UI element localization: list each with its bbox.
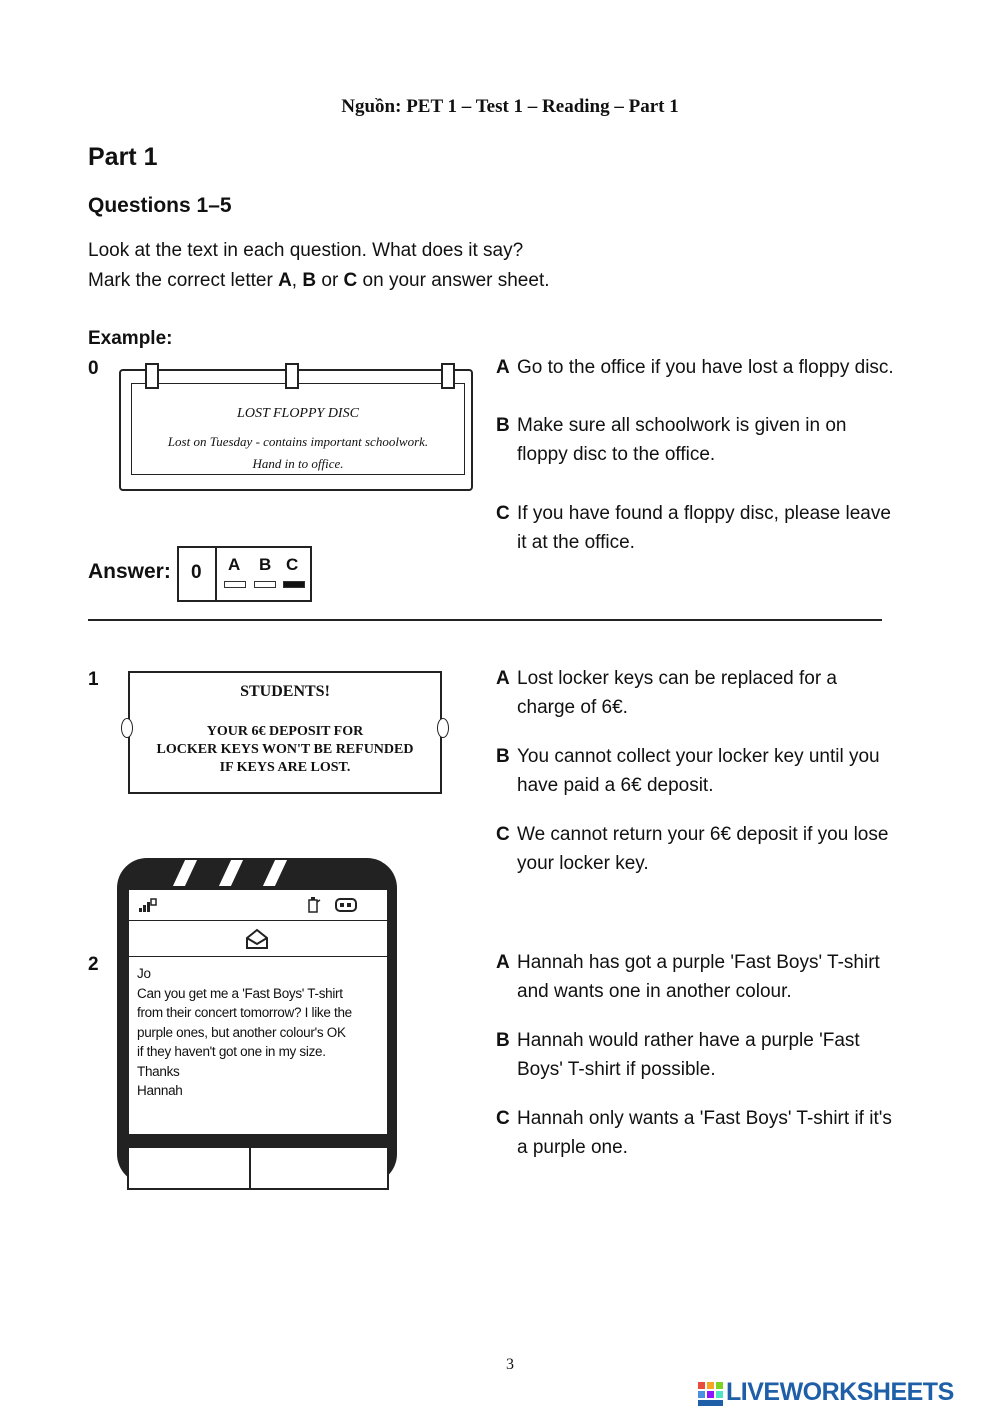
envelope-icon xyxy=(246,928,268,949)
example-label: Example: xyxy=(88,328,173,349)
sms-message: Jo Can you get me a 'Fast Boys' T-shirt … xyxy=(137,964,377,1101)
notice-line: LOCKER KEYS WON'T BE REFUNDED xyxy=(156,742,414,757)
part-title: Part 1 xyxy=(88,143,158,171)
section-divider xyxy=(88,619,882,621)
message-header xyxy=(129,922,387,957)
clip-icon xyxy=(285,363,299,389)
lost-floppy-disc-notice: LOST FLOPPY DISC Lost on Tuesday - conta… xyxy=(119,363,473,491)
message-line: Thanks xyxy=(137,1063,180,1079)
notice-line: Lost on Tuesday - contains important sch… xyxy=(167,434,429,449)
message-line: Can you get me a 'Fast Boys' T-shirt xyxy=(137,985,343,1001)
answer-mark-a xyxy=(224,581,246,588)
notice-body: YOUR 6€ DEPOSIT FOR LOCKER KEYS WON'T BE… xyxy=(130,723,440,777)
status-bar xyxy=(129,890,387,921)
page-number: 3 xyxy=(506,1356,514,1373)
message-line: if they haven't got one in my size. xyxy=(137,1044,326,1059)
answer-letter: C xyxy=(286,555,299,574)
battery-icon xyxy=(335,898,357,912)
students-notice: STUDENTS! YOUR 6€ DEPOSIT FOR LOCKER KEY… xyxy=(121,671,449,794)
answer-mark-b xyxy=(254,581,276,588)
clip-icon xyxy=(145,363,159,389)
phone-handset-icon xyxy=(308,897,321,913)
message-line: Jo xyxy=(137,966,151,981)
clip-icon xyxy=(441,363,455,389)
divider xyxy=(249,1148,251,1188)
source-line: Nguồn: PET 1 – Test 1 – Reading – Part 1 xyxy=(341,96,679,117)
answer-box: 0 A B C xyxy=(177,546,312,602)
answer-letter: B xyxy=(259,555,272,574)
questions-title: Questions 1–5 xyxy=(88,194,232,217)
question-1-number: 1 xyxy=(88,669,99,690)
notice-line: YOUR 6€ DEPOSIT FOR xyxy=(206,724,364,739)
phone-screen: Jo Can you get me a 'Fast Boys' T-shirt … xyxy=(127,888,389,1136)
mobile-phone-image: Jo Can you get me a 'Fast Boys' T-shirt … xyxy=(117,858,397,1190)
instruction-line-2: Mark the correct letter A, B or C on you… xyxy=(88,270,550,291)
divider xyxy=(215,548,217,600)
notice-title: LOST FLOPPY DISC xyxy=(237,406,359,421)
notice-title: STUDENTS! xyxy=(240,683,330,700)
message-line: Hannah xyxy=(137,1083,183,1098)
question-2-number: 2 xyxy=(88,954,99,975)
answer-mark-c-selected xyxy=(283,581,305,588)
answer-letter: A xyxy=(228,555,241,574)
logo-icon xyxy=(698,1382,723,1406)
answer-label: Answer: xyxy=(88,560,171,583)
logo-text: LIVEWORKSHEETS xyxy=(726,1378,954,1406)
stripe xyxy=(218,860,244,886)
pin-icon xyxy=(121,718,133,738)
message-line: purple ones, but another colour's OK xyxy=(137,1024,346,1040)
message-line: from their concert tomorrow? I like the xyxy=(137,1005,352,1020)
example-number: 0 xyxy=(88,358,99,379)
notice-inner-border: LOST FLOPPY DISC Lost on Tuesday - conta… xyxy=(131,383,465,475)
notice-line: IF KEYS ARE LOST. xyxy=(219,760,351,775)
signal-icon xyxy=(139,898,157,912)
answer-number: 0 xyxy=(191,562,202,583)
pin-icon xyxy=(437,718,449,738)
instruction-line-1: Look at the text in each question. What … xyxy=(88,240,524,261)
phone-softkeys xyxy=(127,1146,389,1190)
stripe xyxy=(262,860,288,886)
stripe xyxy=(172,860,198,886)
notice-line: Hand in to office. xyxy=(252,456,344,471)
